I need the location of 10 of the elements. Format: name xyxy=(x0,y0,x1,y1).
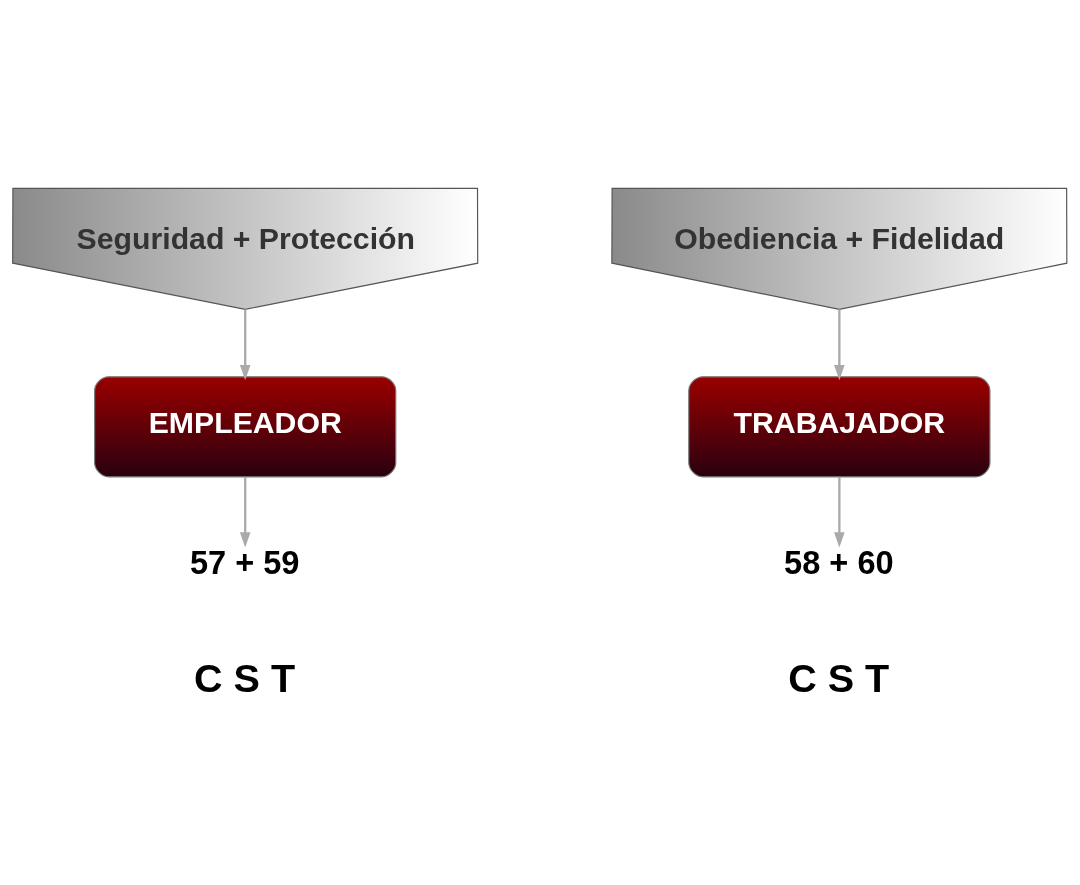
node-box: EMPLEADOR xyxy=(94,376,397,478)
label: C S T xyxy=(194,656,296,701)
arrow xyxy=(834,476,845,548)
arrow xyxy=(239,309,251,381)
arrow xyxy=(239,476,251,548)
label: C S T xyxy=(788,656,890,701)
node-text: 58 + 60 xyxy=(784,544,894,581)
node-box: TRABAJADOR xyxy=(688,376,991,478)
node-text: 57 + 59 xyxy=(189,544,300,581)
arrow xyxy=(834,309,845,381)
